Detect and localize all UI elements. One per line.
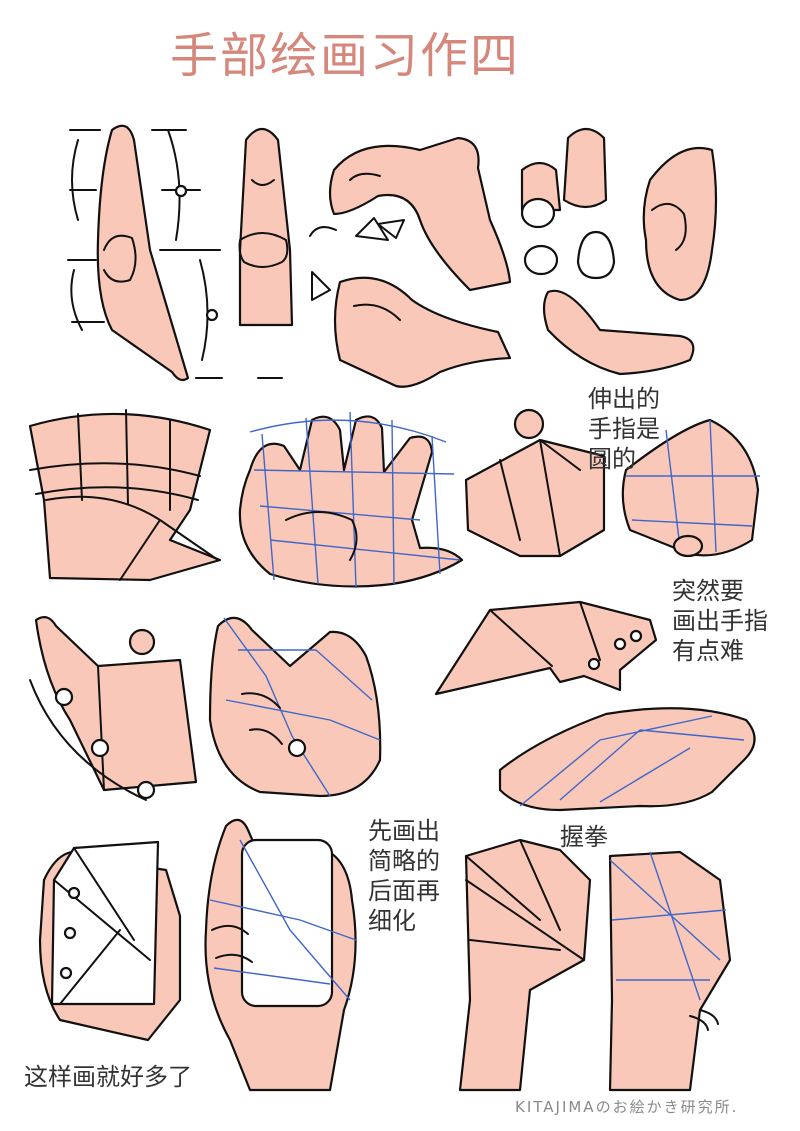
pointing-hand-block-study	[464, 408, 760, 558]
open-hand-study	[238, 411, 464, 589]
palm-block-study	[28, 409, 222, 582]
hand-side-block-study	[29, 615, 198, 801]
note-simple-first: 先画出 简略的 后面再 细化	[368, 817, 440, 935]
page-title: 手部绘画习作四	[170, 28, 521, 84]
note-much-better: 这样画就好多了	[24, 1063, 192, 1091]
phone-block-study	[38, 840, 182, 1042]
fist-guide-study	[608, 850, 732, 1092]
finger-bent-study	[309, 136, 512, 388]
note-fist: 握拳	[560, 823, 608, 851]
fingertip-cylinders-study	[520, 127, 718, 376]
note-extended-fingers: 伸出的 手指是 圆的	[588, 385, 660, 473]
fist-block-study	[458, 838, 592, 1092]
artist-signature: KITAJIMAのお絵かき研究所.	[515, 1098, 739, 1116]
finger-side-study	[67, 124, 283, 382]
hand-gesture-block-study	[434, 600, 756, 812]
note-sudden-fingers: 突然要 画出手指 有点难	[672, 577, 768, 665]
hand-grip-study	[208, 616, 382, 798]
phone-hand-study	[204, 818, 357, 1092]
finger-front-study	[238, 127, 294, 327]
